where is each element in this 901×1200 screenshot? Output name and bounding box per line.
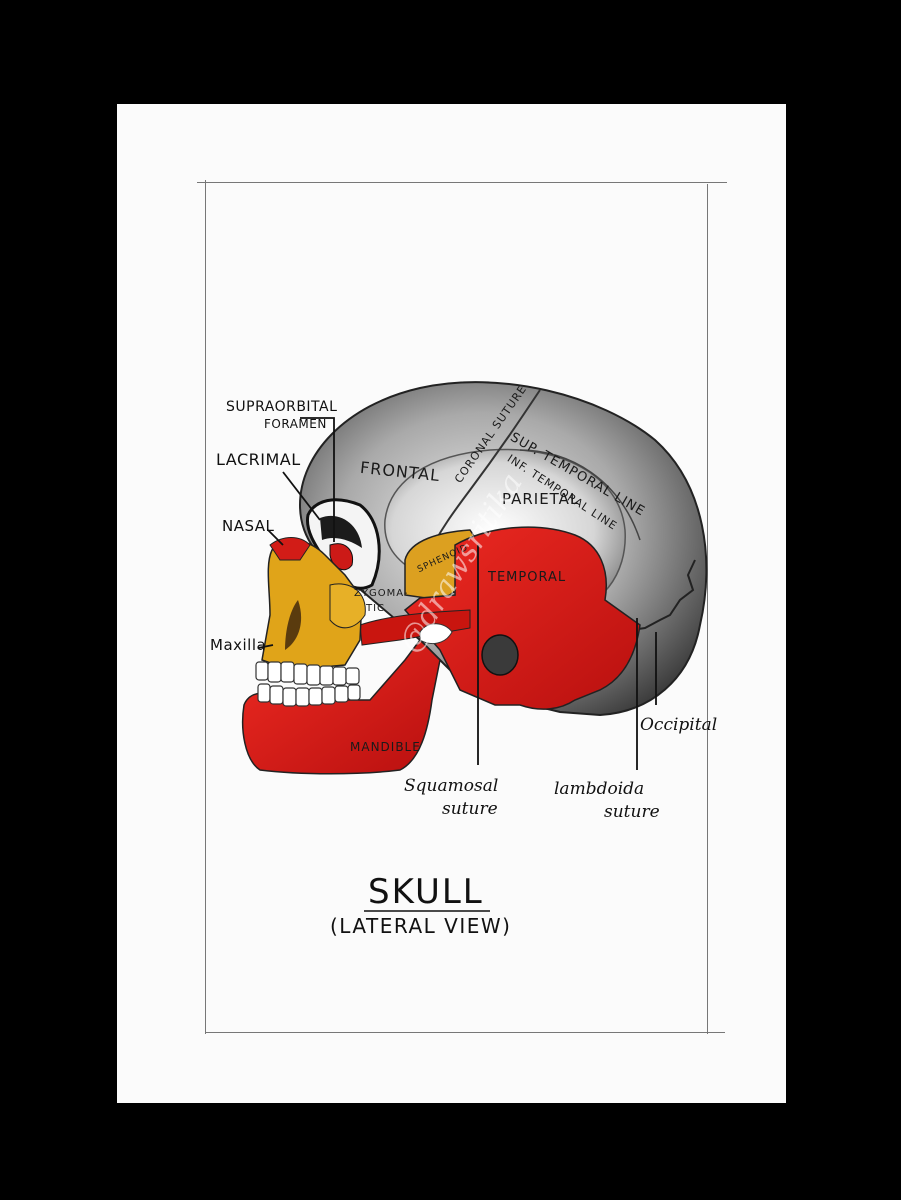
sup-temporal-line: [519, 449, 641, 541]
label-supraorbital-foramen: FORAMEN: [264, 417, 327, 431]
label-mandible: MANDIBLE: [350, 740, 421, 754]
diagram-subtitle: (LATERAL VIEW): [330, 914, 512, 938]
label-temporal: TEMPORAL: [488, 570, 567, 585]
mandible-notch: [419, 623, 453, 645]
zygomatic-arch: [359, 609, 471, 646]
label-occipital: Occipital: [640, 715, 718, 735]
frame-bottom: [205, 1032, 725, 1033]
label-squamosal-suture: Squamosal: [404, 776, 499, 796]
temporal-bone: [403, 526, 641, 710]
leader-lines: [257, 417, 657, 770]
label-zygomatic: ZYGOMA-: [354, 588, 409, 599]
label-lambdoidal-suture: lambdoida: [554, 779, 645, 799]
label-maxilla: Maxilla: [210, 636, 267, 654]
zygomatic-bone: [329, 583, 366, 629]
frame-top: [197, 182, 727, 183]
label-zygomatic-2: TIC: [366, 603, 386, 614]
label-supraorbital: SUPRAORBITAL: [226, 399, 338, 415]
label-squamosal-suture-2: suture: [442, 799, 498, 819]
label-nasal: NASAL: [222, 517, 275, 535]
label-lacrimal: LACRIMAL: [216, 450, 301, 469]
orbit-shadow: [320, 515, 362, 548]
nasal-cavity: [285, 600, 302, 650]
frame-right: [707, 184, 708, 1034]
teeth: [255, 661, 361, 707]
label-parietal: PARIETAL: [502, 490, 580, 508]
frame-left: [205, 180, 206, 1034]
lambdoid-suture-line: [631, 559, 696, 631]
diagram-title: SKULL: [368, 872, 484, 912]
coronal-suture-line: [424, 389, 541, 561]
label-lambdoidal-suture-2: suture: [604, 802, 660, 822]
external-acoustic-meatus: [481, 634, 519, 676]
